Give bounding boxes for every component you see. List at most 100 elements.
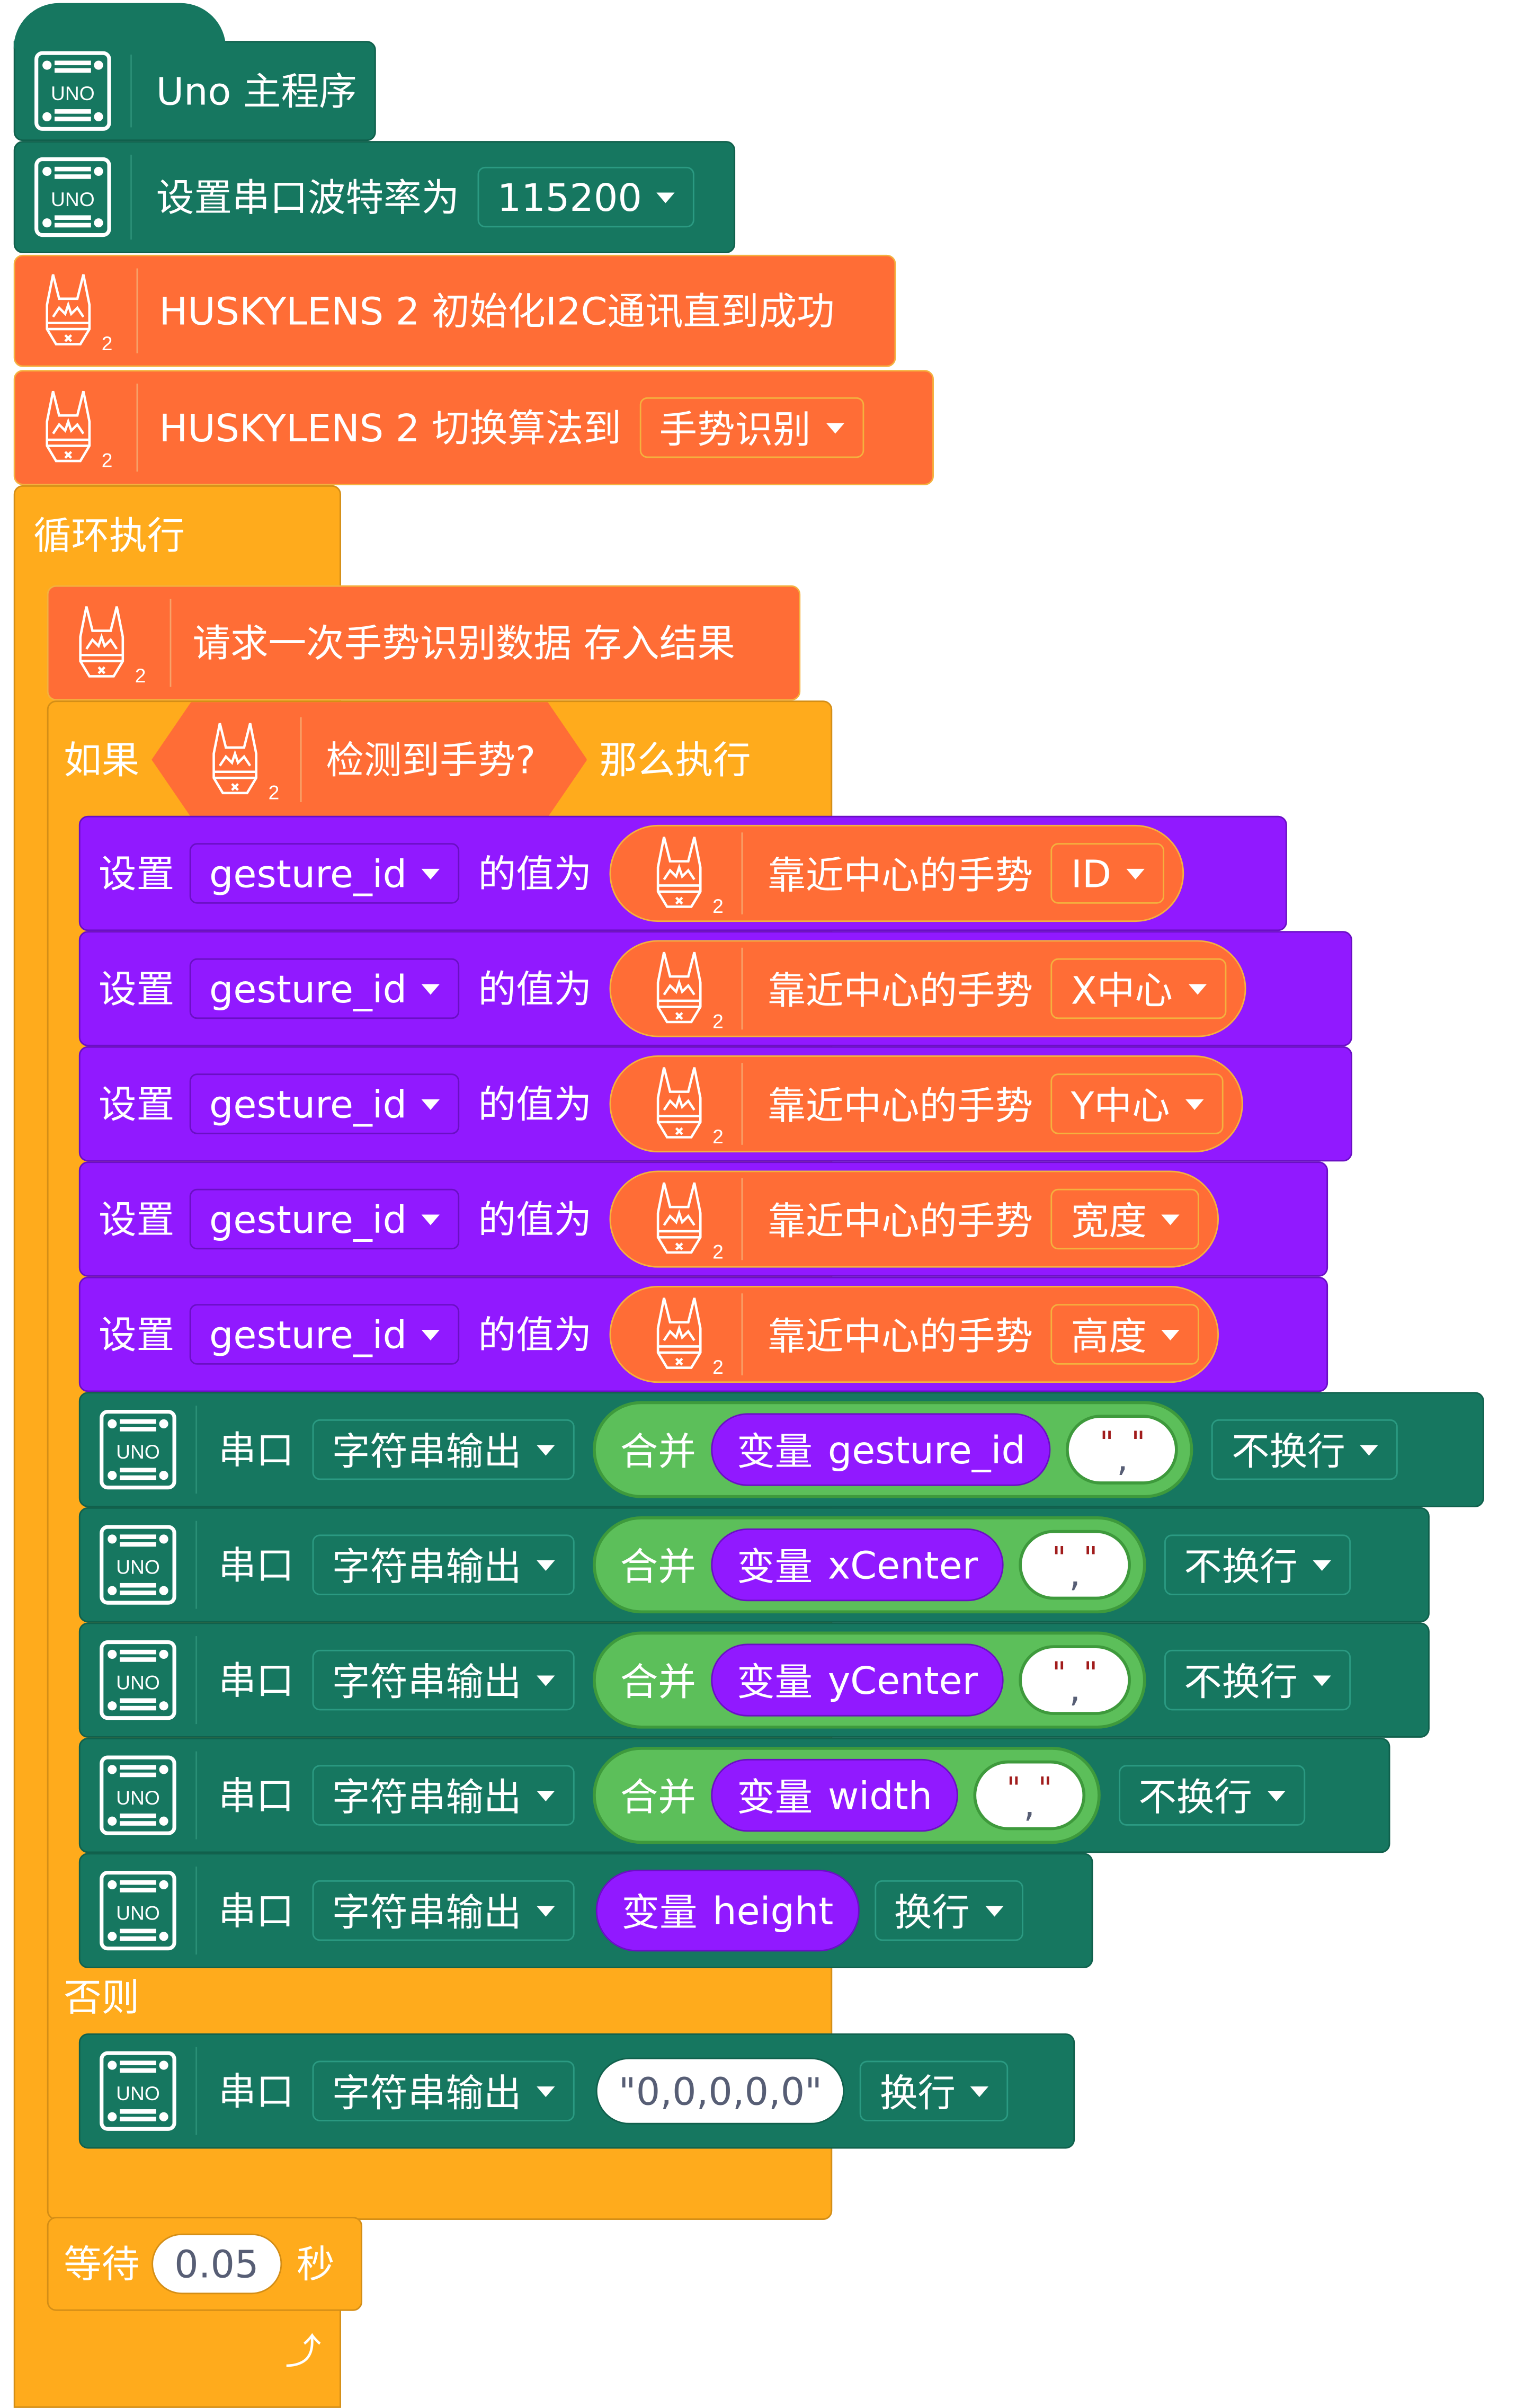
gesture-property-dropdown[interactable]: Y中心 (1051, 1073, 1223, 1134)
uno-main-hat-block[interactable]: Uno 主程序 (13, 3, 376, 141)
property-value: X中心 (1071, 968, 1173, 1013)
serial-mode-dropdown[interactable]: 字符串输出 (312, 1649, 575, 1711)
gesture-detected-condition[interactable]: 2 检测到手势? (151, 702, 587, 818)
property-value: 高度 (1071, 1314, 1147, 1359)
serial-print-block-else[interactable]: 串口 字符串输出 "0,0,0,0,0" 换行 (78, 2033, 1075, 2149)
serial-label: 串口 (218, 1658, 295, 1702)
open-quote: " (1052, 1539, 1066, 1576)
newline-dropdown[interactable]: 换行 (874, 1880, 1023, 1941)
uno-board-icon (99, 1409, 177, 1491)
gesture-property-dropdown[interactable]: X中心 (1051, 958, 1226, 1019)
baud-rate-dropdown[interactable]: 115200 (477, 166, 695, 228)
set-variable-block[interactable]: 设置 gesture_id 的值为 2 靠近中心的手势 高度 (78, 1276, 1328, 1392)
serial-mode-dropdown[interactable]: 字符串输出 (312, 1765, 575, 1826)
nearest-gesture-reporter[interactable]: 2 靠近中心的手势 高度 (610, 1285, 1220, 1383)
gesture-property-dropdown[interactable]: 高度 (1051, 1304, 1200, 1365)
comma-string-input[interactable]: "," (1019, 1645, 1131, 1715)
newline-dropdown[interactable]: 不换行 (1211, 1419, 1399, 1480)
huskylens-2-icon: 2 (197, 717, 288, 802)
newline-dropdown[interactable]: 不换行 (1164, 1649, 1351, 1711)
wait-label: 等待 (64, 2242, 140, 2286)
serial-mode-dropdown[interactable]: 字符串输出 (312, 1419, 575, 1480)
comma-value: , (1069, 1552, 1081, 1595)
svg-text:2: 2 (713, 1010, 724, 1031)
serial-mode-dropdown[interactable]: 字符串输出 (312, 1880, 575, 1941)
else-label: 否则 (64, 1976, 140, 2020)
gesture-property-dropdown[interactable]: ID (1051, 843, 1165, 904)
comma-string-input[interactable]: "," (1066, 1415, 1179, 1485)
dropdown-arrow-icon (970, 2085, 989, 2096)
variable-name: xCenter (827, 1543, 978, 1587)
variable-dropdown[interactable]: gesture_id (189, 843, 460, 904)
close-quote: " (1131, 1424, 1146, 1461)
newline-dropdown[interactable]: 换行 (860, 2060, 1009, 2121)
set-baud-block[interactable]: 设置串口波特率为 115200 (13, 141, 736, 253)
dropdown-arrow-icon (537, 1675, 555, 1686)
reporter-label: 靠近中心的手势 (768, 1084, 1033, 1129)
divider (195, 1521, 198, 1609)
algorithm-dropdown[interactable]: 手势识别 (639, 397, 864, 458)
huskylens-init-block[interactable]: 2 HUSKYLENS 2 初始化I2C通讯直到成功 (13, 254, 896, 367)
dropdown-arrow-icon (1188, 983, 1206, 994)
huskylens-switch-algorithm-block[interactable]: 2 HUSKYLENS 2 切换算法到 手势识别 (13, 370, 934, 485)
close-quote: " (1083, 1539, 1098, 1576)
variable-name: height (712, 1888, 834, 1933)
wait-seconds-value: 0.05 (174, 2242, 259, 2286)
uno-board-icon (33, 50, 112, 132)
join-label: 合并 (620, 1660, 696, 1704)
wait-seconds-input[interactable]: 0.05 (151, 2233, 282, 2295)
comma-string-input[interactable]: "," (1019, 1530, 1131, 1600)
gesture-property-dropdown[interactable]: 宽度 (1051, 1188, 1200, 1250)
serial-mode-dropdown[interactable]: 字符串输出 (312, 1534, 575, 1595)
newline-dropdown[interactable]: 不换行 (1119, 1765, 1306, 1826)
serial-mode-dropdown[interactable]: 字符串输出 (312, 2060, 575, 2121)
nearest-gesture-reporter[interactable]: 2 靠近中心的手势 Y中心 (610, 1055, 1243, 1153)
uno-board-icon (99, 1870, 177, 1952)
loop-arrow-icon: ⤴ (285, 2330, 322, 2374)
svg-text:2: 2 (269, 781, 280, 802)
variable-dropdown[interactable]: gesture_id (189, 1304, 460, 1365)
newline-dropdown[interactable]: 不换行 (1164, 1534, 1351, 1595)
nearest-gesture-reporter[interactable]: 2 靠近中心的手势 ID (610, 824, 1184, 922)
variable-name: gesture_id (827, 1427, 1025, 1472)
request-gesture-data-block[interactable]: 2 请求一次手势识别数据 存入结果 (47, 585, 801, 701)
svg-text:2: 2 (102, 449, 113, 470)
variable-name: gesture_id (209, 1312, 407, 1357)
variable-dropdown[interactable]: gesture_id (189, 1073, 460, 1134)
dropdown-arrow-icon (537, 1905, 555, 1916)
newline-value: 换行 (879, 2071, 956, 2116)
set-variable-block[interactable]: 设置 gesture_id 的值为 2 靠近中心的手势 ID (78, 815, 1287, 931)
nearest-gesture-reporter[interactable]: 2 靠近中心的手势 宽度 (610, 1170, 1220, 1268)
set-variable-block[interactable]: 设置 gesture_id 的值为 2 靠近中心的手势 X中心 (78, 931, 1352, 1046)
variable-dropdown[interactable]: gesture_id (189, 958, 460, 1019)
variable-dropdown[interactable]: gesture_id (189, 1188, 460, 1250)
divider (195, 1867, 198, 1955)
dropdown-arrow-icon (826, 422, 844, 433)
comma-string-input[interactable]: "," (973, 1760, 1086, 1831)
set-variable-block[interactable]: 设置 gesture_id 的值为 2 靠近中心的手势 宽度 (78, 1161, 1328, 1277)
property-value: 宽度 (1071, 1199, 1147, 1243)
divider (136, 268, 138, 353)
nearest-gesture-reporter[interactable]: 2 靠近中心的手势 X中心 (610, 940, 1246, 1037)
set-label: 设置 (99, 966, 175, 1011)
value-of-label: 的值为 (478, 1082, 592, 1126)
wait-seconds-block[interactable]: 等待 0.05 秒 (47, 2217, 363, 2311)
string-literal-input[interactable]: "0,0,0,0,0" (595, 2057, 845, 2125)
set-variable-block[interactable]: 设置 gesture_id 的值为 2 靠近中心的手势 Y中心 (78, 1046, 1352, 1162)
divider (130, 154, 132, 240)
huskylens-2-icon: 2 (642, 1177, 733, 1261)
